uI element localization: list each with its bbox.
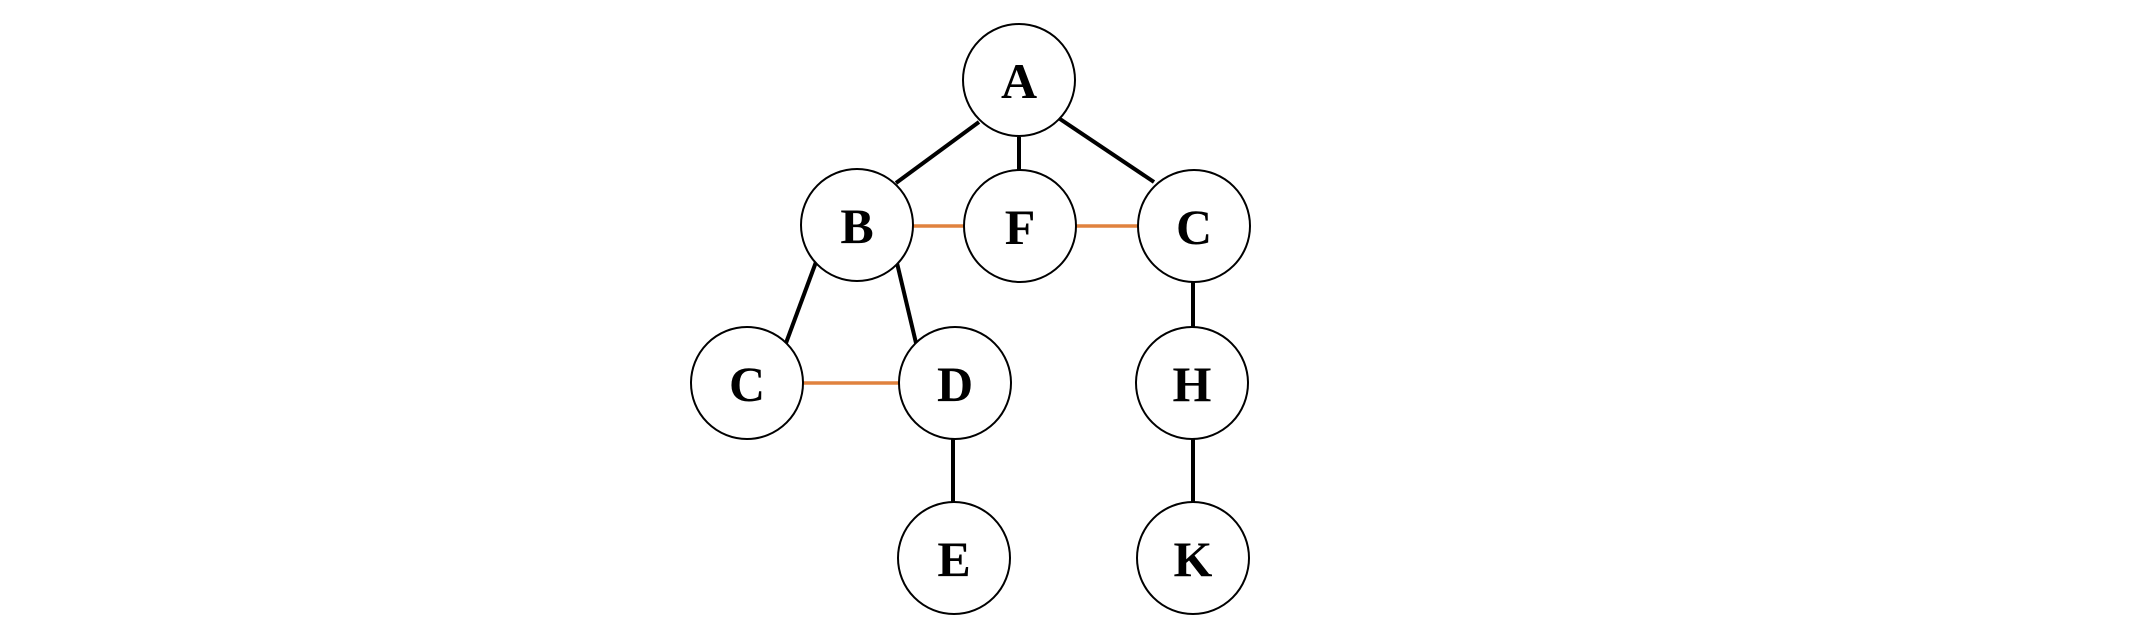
node-label-E: E xyxy=(937,531,970,587)
node-circle-E xyxy=(897,501,1011,615)
node-A: A xyxy=(962,23,1076,137)
node-C1: C xyxy=(1137,169,1251,283)
node-label-H: H xyxy=(1173,356,1212,412)
node-label-D: D xyxy=(937,356,973,412)
node-C2: C xyxy=(690,326,804,440)
node-circle-K xyxy=(1136,501,1250,615)
edge-B-D xyxy=(895,262,918,344)
edge-A-C1 xyxy=(1058,117,1156,184)
node-circle-A xyxy=(962,23,1076,137)
nodes-layer: A B F C C D H E K xyxy=(690,23,1251,615)
node-label-B: B xyxy=(840,198,873,254)
node-circle-C1 xyxy=(1137,169,1251,283)
edge-B-C2 xyxy=(784,261,818,344)
node-label-C2: C xyxy=(729,356,765,412)
node-E: E xyxy=(897,501,1011,615)
edge-A-B xyxy=(894,120,981,185)
node-circle-F xyxy=(963,169,1077,283)
node-label-C1: C xyxy=(1176,199,1212,255)
node-H: H xyxy=(1135,326,1249,440)
node-circle-B xyxy=(800,168,914,282)
node-B: B xyxy=(800,168,914,282)
node-K: K xyxy=(1136,501,1250,615)
node-circle-C2 xyxy=(690,326,804,440)
edges-layer xyxy=(784,117,1195,503)
node-label-A: A xyxy=(1001,53,1037,109)
node-D: D xyxy=(898,326,1012,440)
node-label-K: K xyxy=(1174,531,1213,587)
node-circle-D xyxy=(898,326,1012,440)
node-circle-H xyxy=(1135,326,1249,440)
node-label-F: F xyxy=(1005,199,1036,255)
node-F: F xyxy=(963,169,1077,283)
